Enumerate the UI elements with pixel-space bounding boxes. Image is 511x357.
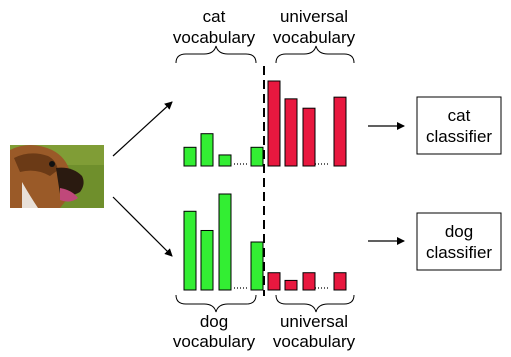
cat-histogram-universal-bar-last xyxy=(333,96,347,167)
universal-vocabulary-top-label-line1: universal xyxy=(280,7,348,26)
dog-photo xyxy=(10,145,104,208)
cat-classifier-label-line1: cat xyxy=(448,106,471,125)
arrow-to-dog-histogram xyxy=(112,196,173,257)
cat-histogram-universal-bar-1 xyxy=(267,80,281,167)
dog-histogram-specific-bar-2 xyxy=(200,229,214,291)
dog-vocabulary-brace xyxy=(175,294,257,313)
cat-classifier-label-line2: classifier xyxy=(426,127,492,146)
dog-histogram-universal-bar-1 xyxy=(267,272,281,291)
arrow-to-cat-histogram xyxy=(112,101,173,157)
cat-histogram-specific-bar-last xyxy=(250,146,264,167)
cat-vocabulary-label-line1: cat xyxy=(203,7,226,26)
dog-histogram-universal-bar-2 xyxy=(284,279,298,291)
dog-classifier-box: dog classifier xyxy=(416,212,502,271)
dog-classifier-label-line2: classifier xyxy=(426,243,492,262)
dog-histogram-specific-bar-3 xyxy=(218,193,232,291)
universal-vocabulary-bottom-label-line2: vocabulary xyxy=(273,332,356,351)
cat-vocabulary-brace xyxy=(175,45,257,64)
cat-histogram-universal-bar-3 xyxy=(302,107,316,167)
cat-classifier-box: cat classifier xyxy=(416,96,502,155)
universal-vocabulary-top-brace xyxy=(275,45,355,64)
dog-histogram-specific-bar-last xyxy=(250,241,264,291)
cat-histogram-specific-bar-1 xyxy=(183,146,197,167)
dog-histogram-specific-bar-1 xyxy=(183,210,197,291)
universal-vocabulary-top-label-line2: vocabulary xyxy=(273,28,356,47)
cat-histogram-universal-bar-2 xyxy=(284,98,298,167)
cat-histogram-specific-bar-3 xyxy=(218,154,232,167)
cat-vocabulary-label-line2: vocabulary xyxy=(173,28,256,47)
universal-vocabulary-bottom-brace xyxy=(275,294,355,313)
dog-histogram-universal-bar-last xyxy=(333,272,347,291)
cat-histogram-specific-bar-2 xyxy=(200,133,214,167)
dog-vocabulary-label-line1: dog xyxy=(200,312,228,331)
dog-histogram xyxy=(183,193,347,291)
dog-vocabulary-label-line2: vocabulary xyxy=(173,332,256,351)
cat-histogram xyxy=(183,80,347,167)
universal-vocabulary-bottom-label-line1: universal xyxy=(280,312,348,331)
dog-classifier-label-line1: dog xyxy=(445,222,473,241)
dog-histogram-universal-bar-3 xyxy=(302,272,316,291)
